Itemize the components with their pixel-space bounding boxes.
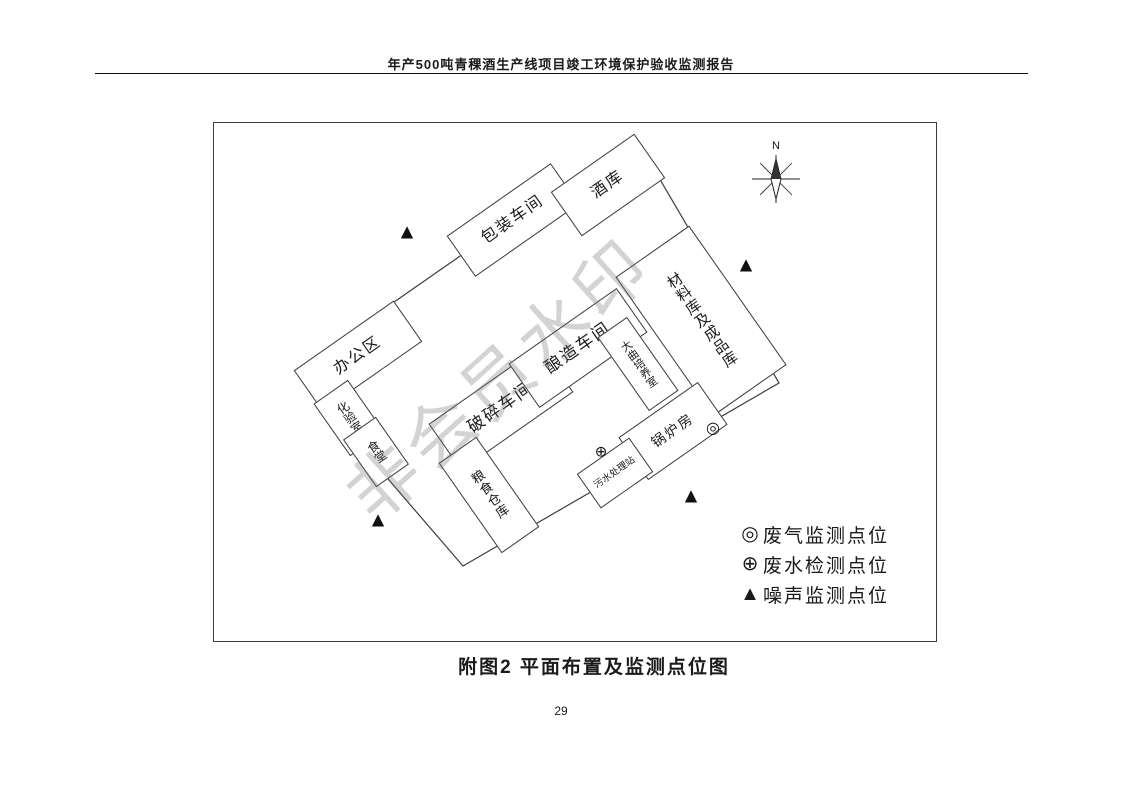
legend: ◎ 废气监测点位 ⊕ 废水检测点位 ▲ 噪声监测点位 bbox=[737, 519, 889, 609]
noise-point-icon: ▲ bbox=[735, 253, 757, 277]
legend-label-gas: 废气监测点位 bbox=[763, 525, 890, 547]
legend-label-noise: 噪声监测点位 bbox=[763, 585, 890, 607]
noise-legend-icon: ▲ bbox=[740, 583, 760, 605]
legend-label-water: 废水检测点位 bbox=[763, 555, 890, 577]
legend-row-gas: ◎ 废气监测点位 bbox=[737, 519, 889, 549]
noise-point-icon: ▲ bbox=[396, 220, 418, 244]
waste-water-legend-icon: ⊕ bbox=[741, 553, 759, 575]
waste-water-point-icon: ⊕ bbox=[594, 443, 608, 461]
noise-point-icon: ▲ bbox=[680, 484, 702, 508]
compass-n-label: N bbox=[772, 140, 780, 152]
header-title: 年产500吨青稞酒生产线项目竣工环境保护验收监测报告 bbox=[387, 57, 735, 72]
site-plan-figure: N 办公区 包装车间 酒库 材料库及成品库 锅炉房 破碎车间 酿造车间 大曲培养… bbox=[213, 122, 937, 642]
legend-row-noise: ▲ 噪声监测点位 bbox=[737, 579, 889, 609]
header-rule bbox=[95, 73, 1028, 74]
north-compass-icon: N bbox=[752, 140, 800, 203]
figure-caption: 附图2 平面布置及监测点位图 bbox=[458, 657, 730, 678]
noise-point-icon: ▲ bbox=[367, 508, 389, 532]
legend-row-water: ⊕ 废水检测点位 bbox=[737, 549, 889, 579]
waste-gas-point-icon: ◎ bbox=[706, 420, 720, 437]
waste-gas-legend-icon: ◎ bbox=[741, 523, 759, 545]
page-number: 29 bbox=[554, 704, 568, 718]
